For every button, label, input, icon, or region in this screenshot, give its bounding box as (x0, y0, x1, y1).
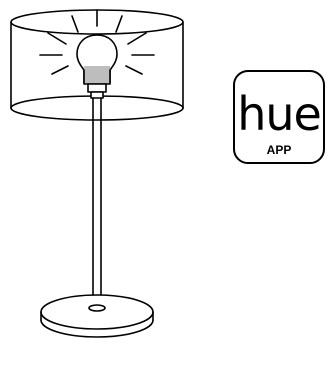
app-label: APP (267, 143, 292, 157)
table-lamp-icon (10, 9, 184, 338)
app-badge-frame (233, 70, 325, 164)
lamp-base (40, 294, 154, 338)
lamp-stem (92, 97, 102, 312)
app-brand-text: hue (237, 87, 321, 141)
light-bulb-icon (76, 34, 118, 99)
hue-app-icon: hue APP (233, 70, 325, 164)
light-rays (39, 9, 155, 75)
